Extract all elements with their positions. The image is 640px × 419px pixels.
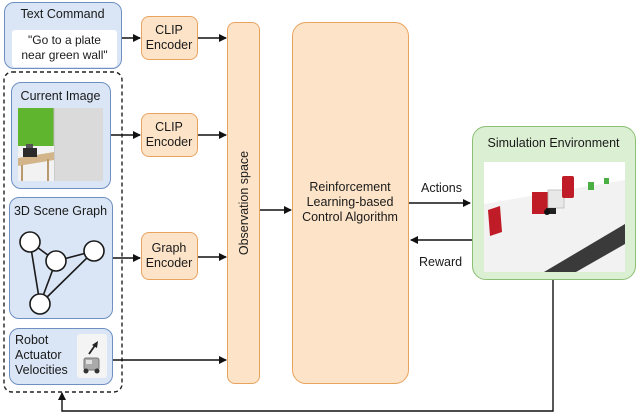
simulation-environment-box: Simulation Environment xyxy=(472,126,636,280)
scene-graph-box: 3D Scene Graph xyxy=(9,197,113,319)
clip-image-encoder-line-2: Encoder xyxy=(145,135,193,149)
clip-image-encoder: CLIP Encoder xyxy=(141,113,198,157)
current-image-box: Current Image xyxy=(11,82,111,189)
scene-graph-title: 3D Scene Graph xyxy=(13,204,108,218)
clip-text-encoder-line-2: Encoder xyxy=(145,38,193,52)
observation-space-box: Observation space xyxy=(227,22,260,384)
room-photo xyxy=(18,108,103,181)
velocities-label: Robot Actuator Velocities xyxy=(15,333,68,378)
text-command-box: Text Command "Go to a plate near green w… xyxy=(4,2,122,69)
quote-line-2: near green wall" xyxy=(21,48,108,62)
controller-line-2: Learning-based xyxy=(306,195,394,209)
clip-text-encoder: CLIP Encoder xyxy=(141,16,198,60)
current-image-title: Current Image xyxy=(20,89,101,103)
controller-line-1: Reinforcement xyxy=(309,180,391,194)
scene-graph-figure xyxy=(19,231,105,315)
rl-controller-box: Reinforcement Learning-based Control Alg… xyxy=(292,22,409,384)
velocities-box: Robot Actuator Velocities xyxy=(9,328,113,385)
graph-node xyxy=(45,250,67,272)
clip-text-encoder-line-1: CLIP xyxy=(155,23,183,37)
graph-node xyxy=(83,240,105,262)
graph-encoder: Graph Encoder xyxy=(141,232,198,280)
robot-icon xyxy=(77,334,107,378)
simulation-environment-title: Simulation Environment xyxy=(487,136,620,150)
reward-label: Reward xyxy=(419,255,463,269)
text-command-title: Text Command xyxy=(20,7,105,21)
text-command-quote: "Go to a plate near green wall" xyxy=(12,30,117,67)
velocities-line-3: Velocities xyxy=(15,363,68,377)
graph-node xyxy=(19,231,41,253)
clip-image-encoder-line-1: CLIP xyxy=(155,120,183,134)
actions-label: Actions xyxy=(421,181,462,195)
controller-line-3: Control Algorithm xyxy=(302,210,398,224)
velocities-line-2: Actuator xyxy=(15,348,62,362)
quote-line-1: "Go to a plate xyxy=(28,33,101,47)
simulation-render xyxy=(484,162,625,272)
arrow-feedback-loop xyxy=(58,280,554,412)
graph-encoder-line-2: Encoder xyxy=(145,256,193,270)
velocities-line-1: Robot xyxy=(15,333,49,347)
graph-node xyxy=(29,293,51,315)
graph-encoder-line-1: Graph xyxy=(151,241,187,255)
